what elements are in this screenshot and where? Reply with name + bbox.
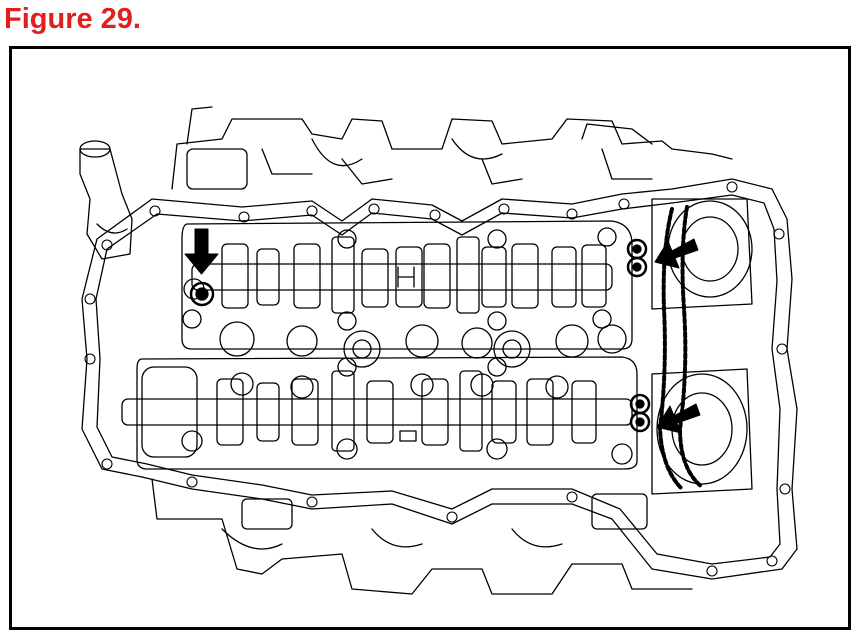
target-bolt-left bbox=[189, 281, 215, 307]
arrow-down-icon bbox=[184, 228, 219, 275]
figure-title: Figure 29. bbox=[4, 3, 141, 35]
water-outlet-pipe bbox=[79, 140, 133, 260]
engine-block-upper-outline bbox=[171, 106, 733, 190]
target-bolt-pair-upper bbox=[626, 238, 648, 278]
engine-block-lower-outline bbox=[151, 478, 693, 595]
arrow-left-icon bbox=[654, 238, 699, 269]
bearing-cap-bolts bbox=[181, 227, 633, 465]
upper-camshaft bbox=[191, 236, 613, 314]
flange-bolt-holes bbox=[84, 181, 791, 577]
lower-camshaft bbox=[121, 366, 633, 458]
valve-lifters-row bbox=[182, 309, 627, 399]
target-bolt-pair-lower bbox=[629, 393, 651, 433]
arrow-left-lower-icon bbox=[656, 403, 701, 434]
engine-cylinder-head-camshaft-icon bbox=[79, 106, 798, 595]
figure-frame bbox=[9, 46, 851, 630]
